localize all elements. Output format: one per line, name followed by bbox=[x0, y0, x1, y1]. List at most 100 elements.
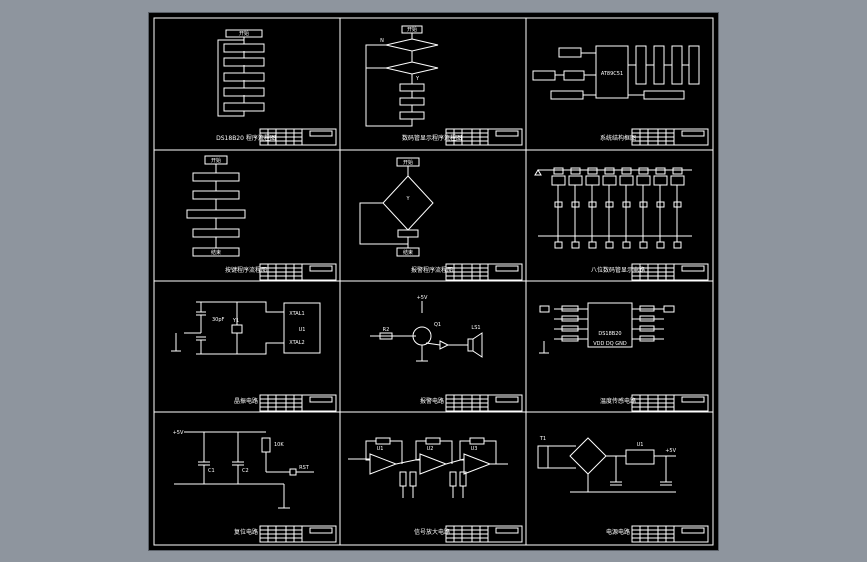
title-block bbox=[631, 525, 709, 543]
title-block-logo bbox=[495, 130, 519, 137]
digit-resistor bbox=[636, 175, 651, 186]
connector bbox=[663, 305, 675, 313]
label-c1: C1 bbox=[208, 468, 215, 474]
bias-resistor bbox=[399, 471, 407, 487]
digit-resistor bbox=[653, 175, 668, 186]
label-yes: Y bbox=[415, 76, 420, 82]
mcu-block bbox=[283, 302, 321, 354]
digit-pin bbox=[554, 241, 563, 249]
reset-node bbox=[289, 468, 297, 476]
flow-step bbox=[399, 97, 425, 106]
opamp-3 bbox=[463, 453, 492, 475]
digit-label-box bbox=[638, 167, 649, 175]
title-block bbox=[631, 394, 709, 412]
panel-caption: 晶振电路 bbox=[234, 397, 258, 405]
module-box bbox=[653, 45, 665, 85]
flow-decision bbox=[385, 38, 439, 52]
panel-caption: 信号放大电路 bbox=[414, 528, 450, 536]
opamp-2 bbox=[419, 453, 448, 475]
title-block bbox=[445, 128, 523, 146]
title-block bbox=[259, 525, 337, 543]
label-chip_pins: VDD DQ GND bbox=[593, 341, 627, 347]
speaker-ls1 bbox=[467, 338, 474, 352]
label-q1: Q1 bbox=[434, 322, 441, 328]
label-vcc: +5V bbox=[417, 295, 428, 301]
connector bbox=[539, 305, 550, 313]
wire-path bbox=[365, 68, 413, 127]
segment-driver bbox=[639, 201, 648, 208]
digit-label-box bbox=[604, 167, 615, 175]
segment-driver bbox=[656, 201, 665, 208]
digit-resistor bbox=[670, 175, 685, 186]
module-box bbox=[643, 90, 685, 100]
transformer-t1 bbox=[537, 445, 549, 469]
digit-pin bbox=[622, 241, 631, 249]
bias-resistor bbox=[409, 471, 417, 487]
title-block-logo bbox=[681, 265, 705, 272]
module-box bbox=[688, 45, 700, 85]
label-u3: U3 bbox=[471, 446, 478, 452]
wire bbox=[425, 342, 441, 346]
title-block-logo bbox=[681, 396, 705, 403]
label-u1: U1 bbox=[299, 327, 306, 333]
label-u2: U2 bbox=[427, 446, 434, 452]
resistor-r2 bbox=[379, 332, 393, 340]
bias-resistor bbox=[449, 471, 457, 487]
panel-caption: 报警电路 bbox=[420, 397, 444, 405]
module-box bbox=[558, 47, 582, 58]
wire-path bbox=[217, 39, 245, 117]
title-block-logo bbox=[309, 527, 333, 534]
label-begin: 开始 bbox=[403, 159, 413, 166]
label-y1: Y1 bbox=[232, 318, 239, 324]
segment-driver bbox=[622, 201, 631, 208]
panel-p6: 八位数码管显示电路 bbox=[534, 167, 709, 281]
digit-pin bbox=[571, 241, 580, 249]
digit-resistor bbox=[551, 175, 566, 186]
label-r2: R2 bbox=[383, 327, 390, 333]
digit-pin bbox=[656, 241, 665, 249]
label-begin: 开始 bbox=[211, 157, 221, 164]
label-begin: 开始 bbox=[407, 26, 417, 33]
label-cap_30p: 30pF bbox=[212, 317, 225, 323]
wire-path bbox=[415, 440, 426, 461]
wire-path bbox=[196, 301, 284, 313]
flow-decision bbox=[382, 175, 434, 231]
module-box bbox=[550, 90, 584, 100]
panel-caption: 温度传感电路 bbox=[600, 397, 636, 405]
flow-step bbox=[186, 209, 246, 219]
label-rst: RST bbox=[299, 465, 310, 471]
title-block bbox=[259, 394, 337, 412]
title-block-logo bbox=[495, 265, 519, 272]
label-t1: T1 bbox=[539, 436, 546, 442]
sensor-chip bbox=[587, 302, 633, 348]
pin-resistor bbox=[561, 325, 579, 332]
digit-label-box bbox=[621, 167, 632, 175]
label-begin: 开始 bbox=[239, 30, 249, 37]
digit-pin bbox=[639, 241, 648, 249]
flow-step bbox=[223, 43, 265, 53]
title-block-logo bbox=[681, 130, 705, 137]
title-block bbox=[259, 128, 337, 146]
panel-caption: 系统结构框图 bbox=[600, 134, 636, 142]
schematic-canvas: DS18B20 程序流程图开始数码管显示程序流程图开始NY系统结构框图AT89C… bbox=[153, 17, 714, 546]
pin-resistor bbox=[561, 305, 579, 312]
segment-driver bbox=[554, 201, 563, 208]
title-block-logo bbox=[495, 396, 519, 403]
label-u1: U1 bbox=[637, 442, 644, 448]
title-block bbox=[445, 394, 523, 412]
label-c2: C2 bbox=[242, 468, 249, 474]
panel-caption: 数码管显示程序流程图 bbox=[402, 134, 462, 142]
digit-label-box bbox=[672, 167, 683, 175]
panel-grid bbox=[154, 18, 713, 545]
wire-path bbox=[440, 440, 453, 464]
regulator bbox=[625, 449, 655, 465]
module-box bbox=[563, 70, 585, 81]
digit-label-box bbox=[570, 167, 581, 175]
pin-resistor bbox=[561, 315, 579, 322]
